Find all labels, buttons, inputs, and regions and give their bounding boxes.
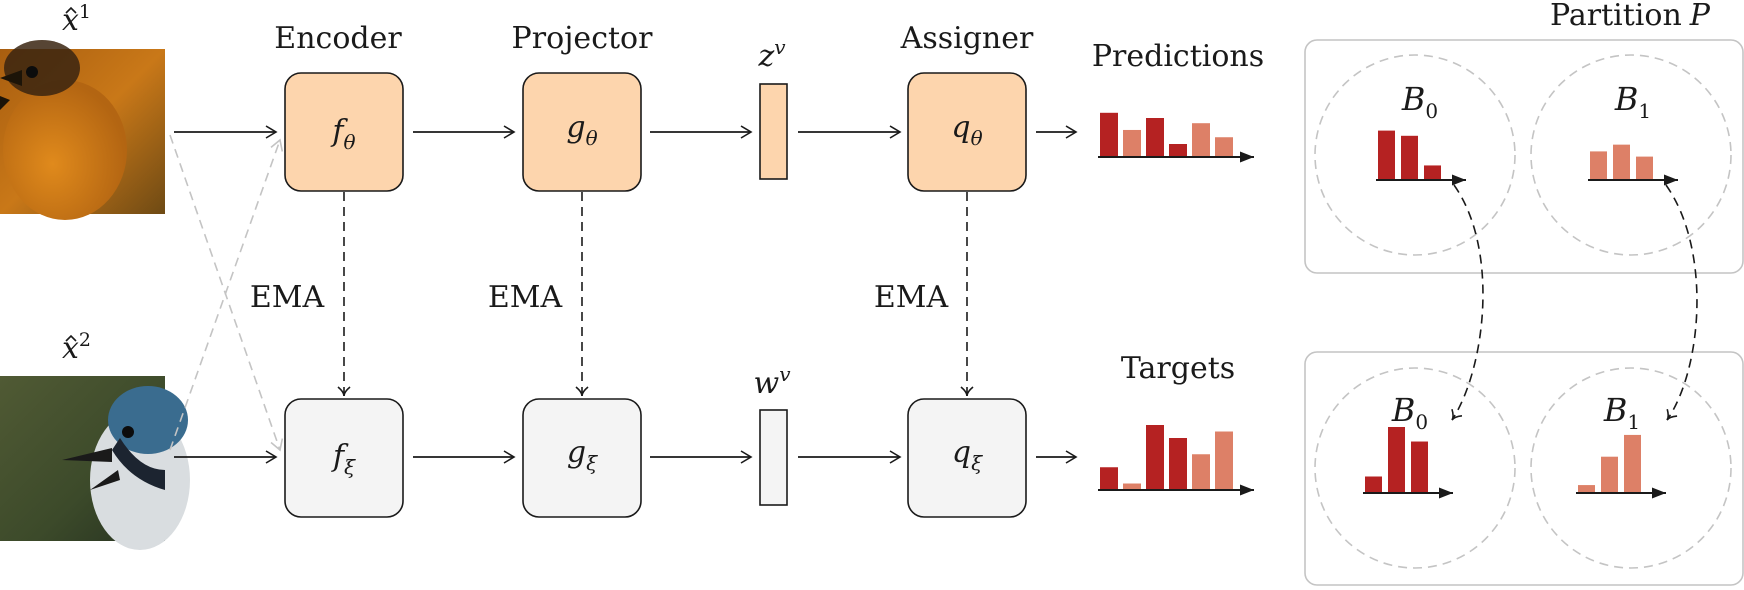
input-label-bottom: x2 xyxy=(62,329,91,366)
histogram-bar xyxy=(1624,434,1641,493)
block-circle-b0-bottom xyxy=(1314,367,1516,569)
ghost-arrow-top-to-target xyxy=(169,134,284,452)
ema-label-encoder: EMA xyxy=(250,280,325,315)
block-circle-b1-top xyxy=(1530,54,1732,256)
block-circle-b1-bottom xyxy=(1530,367,1732,569)
ema-label-assigner: EMA xyxy=(874,280,949,315)
predictions-histogram xyxy=(1098,112,1254,163)
histogram-bar xyxy=(1169,438,1187,490)
block-b0-target-histogram xyxy=(1363,427,1453,499)
online-embedding-bar xyxy=(759,83,788,180)
header-predictions: Predictions xyxy=(1092,39,1264,74)
hat-accent-top xyxy=(65,6,77,14)
histogram-bar xyxy=(1590,151,1607,180)
online-embedding-label: zv xyxy=(757,35,786,74)
input-image-top xyxy=(0,40,165,220)
online-encoder-box: fθ xyxy=(284,72,404,192)
ema-label-projector: EMA xyxy=(488,280,563,315)
histogram-bar xyxy=(1388,427,1405,493)
header-assigner: Assigner xyxy=(900,21,1034,56)
online-assigner-box: qθ xyxy=(907,72,1027,192)
input-image-bottom xyxy=(0,376,190,550)
histogram-bar xyxy=(1146,118,1164,157)
histogram-bar xyxy=(1424,165,1441,180)
assignment-arrow-b1 xyxy=(1665,184,1698,421)
block-assignment-arrows xyxy=(1451,184,1698,421)
block-circle-b0-top xyxy=(1314,54,1516,256)
target-embedding-bar xyxy=(759,409,788,506)
targets-histogram xyxy=(1098,425,1254,496)
partition-panel-predictions: B0 B1 xyxy=(1304,39,1744,274)
histogram-bar xyxy=(1100,467,1118,490)
histogram-bar xyxy=(1601,456,1618,493)
histogram-bar xyxy=(1100,112,1118,157)
histogram-bar xyxy=(1613,144,1630,180)
block-b1-target-histogram xyxy=(1576,434,1666,499)
histogram-bar xyxy=(1401,135,1418,180)
histogram-bar xyxy=(1192,123,1210,157)
ghost-arrow-bottom-to-online xyxy=(169,138,284,451)
block-label-b0-top: B0 xyxy=(1401,80,1438,123)
header-targets: Targets xyxy=(1121,351,1235,386)
histogram-bar xyxy=(1146,425,1164,490)
histogram-bar xyxy=(1215,137,1233,157)
online-projector-box: gθ xyxy=(522,72,642,192)
partition-panel-targets: B0 B1 xyxy=(1304,351,1744,586)
svg-text:gθ: gθ xyxy=(566,110,597,150)
svg-text:qθ: qθ xyxy=(951,110,982,150)
ema-arrows xyxy=(337,192,974,397)
histogram-bar xyxy=(1365,476,1382,493)
histogram-bar xyxy=(1169,144,1187,157)
histogram-bar xyxy=(1123,483,1141,490)
histogram-bar xyxy=(1215,431,1233,490)
svg-text:gξ: gξ xyxy=(567,435,598,475)
block-label-b1-top: B1 xyxy=(1614,80,1651,123)
block-b1-prediction-histogram xyxy=(1588,144,1678,186)
hat-accent-bottom xyxy=(65,334,77,342)
target-embedding-label: wv xyxy=(754,362,792,401)
block-label-b1-bottom: B1 xyxy=(1603,391,1640,434)
target-assigner-box: qξ xyxy=(907,398,1027,518)
histogram-bar xyxy=(1123,129,1141,157)
assignment-arrow-b0 xyxy=(1451,184,1484,421)
header-projector: Projector xyxy=(512,21,654,56)
histogram-bar xyxy=(1378,130,1395,180)
block-label-b0-bottom: B0 xyxy=(1391,391,1428,434)
target-projector-box: gξ xyxy=(522,398,642,518)
svg-text:qξ: qξ xyxy=(952,435,983,475)
histogram-bar xyxy=(1578,485,1595,493)
block-b0-prediction-histogram xyxy=(1376,130,1466,186)
cross-view-arrows xyxy=(169,134,284,452)
histogram-bar xyxy=(1192,454,1210,490)
histogram-bar xyxy=(1411,441,1428,493)
header-encoder: Encoder xyxy=(274,21,402,56)
target-encoder-box: fξ xyxy=(284,398,404,518)
histogram-bar xyxy=(1636,156,1653,180)
input-label-top: x1 xyxy=(62,1,91,38)
